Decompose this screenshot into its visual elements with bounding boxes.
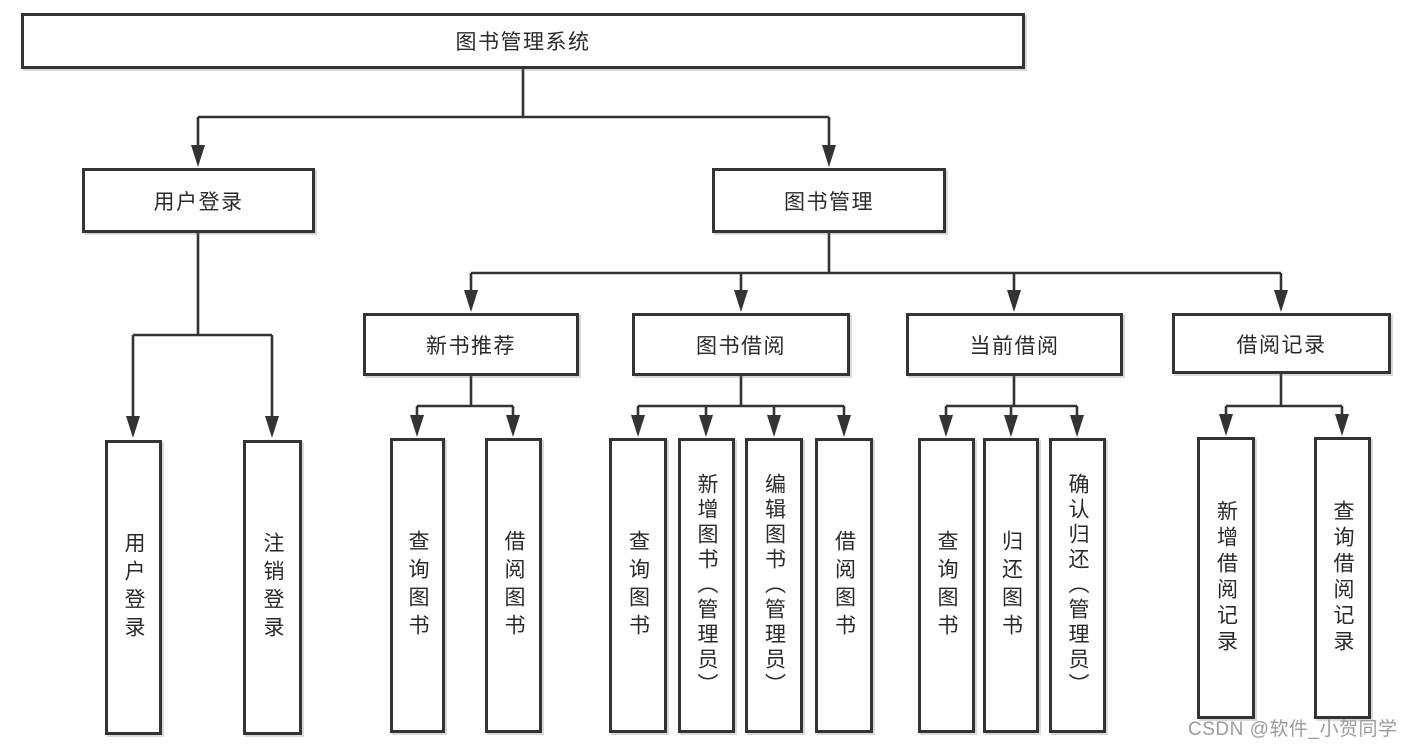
leaf-label: 查询图书: [626, 529, 650, 642]
leaf-label: 新增借阅记录: [1214, 500, 1238, 656]
node-current-borrow: 当前借阅: [906, 313, 1123, 376]
leaf-query-books-borrow: 查询图书: [609, 438, 667, 733]
leaf-return-books: 归还图书: [983, 438, 1039, 733]
leaf-confirm-return-admin: 确认归还（管理员）: [1049, 438, 1106, 733]
leaf-label: 新增图书（管理员）: [695, 473, 718, 698]
leaf-label: 用户登录: [122, 531, 145, 644]
leaf-label: 借阅图书: [832, 529, 856, 642]
node-book-borrow: 图书借阅: [632, 313, 850, 376]
leaf-label: 归还图书: [999, 529, 1023, 642]
leaf-query-borrow-record: 查询借阅记录: [1314, 437, 1371, 719]
leaf-borrow-books-recommend: 借阅图书: [485, 438, 542, 733]
leaf-query-books-current: 查询图书: [918, 438, 975, 733]
leaf-user-login: 用户登录: [105, 440, 162, 735]
leaf-query-books-recommend: 查询图书: [390, 438, 445, 733]
leaf-logout: 注销登录: [243, 440, 302, 735]
leaf-add-books-admin: 新增图书（管理员）: [678, 438, 735, 733]
node-user-login: 用户登录: [82, 168, 315, 233]
node-book-management: 图书管理: [712, 168, 946, 233]
leaf-label: 注销登录: [261, 531, 284, 644]
leaf-label: 编辑图书（管理员）: [762, 473, 786, 698]
leaf-edit-books-admin: 编辑图书（管理员）: [745, 438, 803, 733]
leaf-label: 查询图书: [406, 529, 429, 642]
leaf-borrow-books: 借阅图书: [815, 438, 873, 733]
leaf-add-borrow-record: 新增借阅记录: [1197, 437, 1255, 719]
node-borrow-records: 借阅记录: [1172, 313, 1391, 374]
leaf-label: 确认归还（管理员）: [1066, 473, 1089, 698]
node-root-system: 图书管理系统: [21, 13, 1025, 69]
leaf-label: 查询借阅记录: [1331, 500, 1354, 656]
leaf-label: 借阅图书: [502, 529, 525, 642]
node-new-book-recommend: 新书推荐: [363, 313, 579, 376]
leaf-label: 查询图书: [935, 529, 958, 642]
csdn-watermark: CSDN @软件_小贺同学: [1188, 719, 1398, 740]
